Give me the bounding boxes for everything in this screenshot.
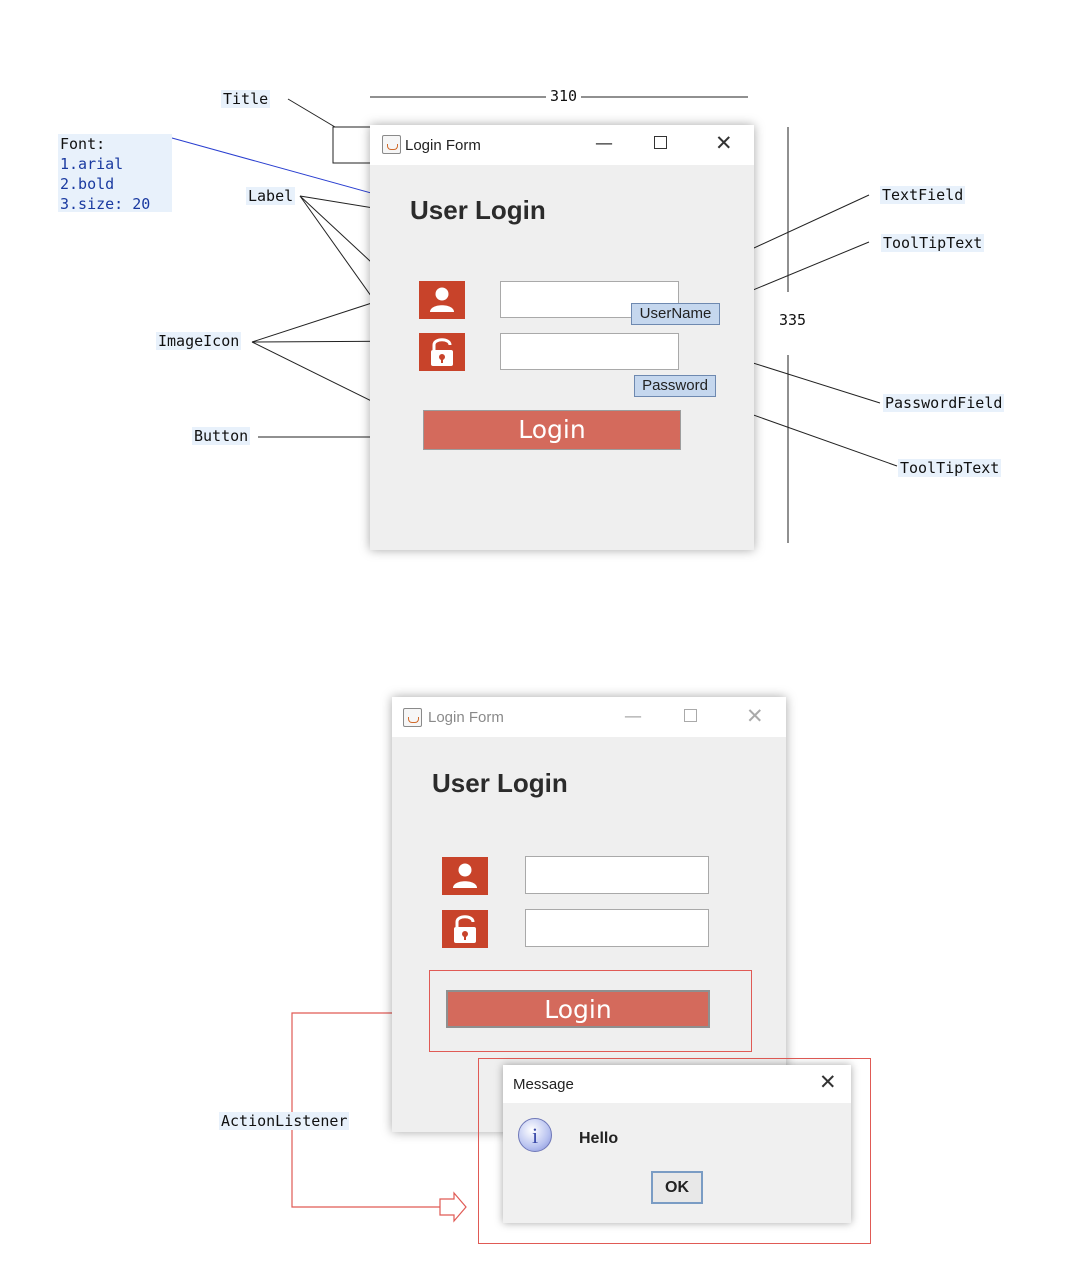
annotation-font-note: Font: 1.arial 2.bold 3.size: 20 bbox=[58, 134, 172, 213]
user-icon bbox=[442, 857, 488, 895]
lock-icon bbox=[419, 333, 465, 371]
password-field[interactable] bbox=[500, 333, 679, 370]
annotation-tooltip-text: ToolTipText bbox=[898, 459, 1002, 477]
annotation-button: Button bbox=[192, 427, 251, 445]
height-dimension: 335 bbox=[775, 311, 811, 329]
minimize-icon[interactable]: — bbox=[595, 133, 613, 154]
login-window-running: Login Form — ✕ User Login Login bbox=[392, 697, 786, 1132]
message-dialog: Message ✕ i Hello OK bbox=[503, 1065, 851, 1223]
dialog-message: Hello bbox=[579, 1130, 619, 1147]
annotation-title: Title bbox=[221, 90, 271, 108]
lock-icon bbox=[442, 910, 488, 948]
annotation-image-icon: ImageIcon bbox=[156, 332, 242, 350]
login-button[interactable]: Login bbox=[423, 410, 681, 450]
font-note-item: 3.size: 20 bbox=[60, 195, 151, 213]
window-title: Login Form bbox=[428, 709, 504, 726]
login-button[interactable]: Login bbox=[446, 990, 710, 1028]
username-field[interactable] bbox=[525, 856, 709, 894]
java-cup-icon bbox=[403, 708, 422, 727]
maximize-icon[interactable] bbox=[684, 709, 697, 722]
login-button-highlight bbox=[429, 970, 752, 1052]
maximize-icon[interactable] bbox=[654, 136, 667, 149]
close-icon[interactable]: ✕ bbox=[715, 131, 733, 155]
dialog-title-bar: Message ✕ bbox=[503, 1065, 851, 1103]
annotation-action-listener: ActionListener bbox=[219, 1112, 350, 1130]
user-login-heading: User Login bbox=[410, 195, 546, 225]
java-cup-icon bbox=[382, 135, 401, 154]
width-dimension: 310 bbox=[546, 87, 582, 105]
user-login-heading: User Login bbox=[432, 768, 568, 798]
window-title: Login Form bbox=[405, 137, 481, 154]
font-note-item: 1.arial bbox=[60, 155, 124, 173]
ok-button[interactable]: OK bbox=[651, 1171, 703, 1204]
window-title-bar: Login Form — ✕ bbox=[392, 697, 786, 737]
login-window: Login Form — ✕ User Login UserName Passw… bbox=[370, 125, 754, 550]
annotation-tooltip-text: ToolTipText bbox=[881, 234, 985, 252]
font-note-item: 2.bold bbox=[60, 175, 115, 193]
annotation-password-field: PasswordField bbox=[883, 394, 1005, 412]
dialog-highlight bbox=[478, 1058, 871, 1244]
font-note-heading: Font: bbox=[60, 135, 106, 153]
info-icon: i bbox=[518, 1118, 552, 1152]
window-title-bar: Login Form — ✕ bbox=[370, 125, 754, 165]
username-tooltip: UserName bbox=[631, 303, 720, 325]
password-field[interactable] bbox=[525, 909, 709, 947]
minimize-icon[interactable]: — bbox=[624, 706, 642, 727]
dialog-title: Message bbox=[513, 1076, 574, 1093]
close-icon[interactable]: ✕ bbox=[819, 1070, 837, 1094]
password-tooltip: Password bbox=[634, 375, 716, 397]
close-icon[interactable]: ✕ bbox=[746, 704, 764, 728]
annotation-label: Label bbox=[246, 187, 296, 205]
user-icon bbox=[419, 281, 465, 319]
annotation-text-field: TextField bbox=[880, 186, 966, 204]
